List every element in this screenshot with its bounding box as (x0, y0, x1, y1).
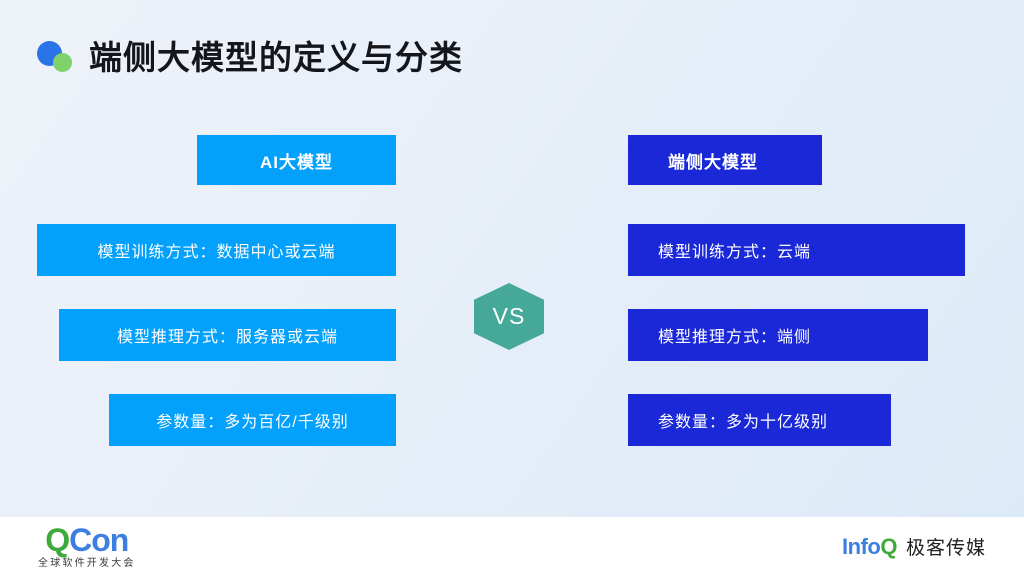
vs-hexagon-badge: VS (474, 283, 544, 350)
circle-green-icon (53, 53, 72, 72)
left-item-training: 模型训练方式：数据中心或云端 (37, 224, 396, 276)
comparison-column-right: 端侧大模型 模型训练方式：云端 模型推理方式：端侧 参数量：多为十亿级别 (628, 135, 987, 446)
qcon-tagline: 全球软件开发大会 (38, 558, 136, 569)
infoq-letters-info: Info (842, 533, 881, 559)
footer-bar: QCon 全球软件开发大会 InfoQ 极客传媒 (0, 517, 1024, 576)
bullet-circles-icon (37, 40, 73, 74)
qcon-letters-con: Con (69, 522, 129, 558)
infoq-logo: InfoQ 极客传媒 (842, 533, 986, 560)
infoq-letter-q: Q (880, 533, 897, 559)
spacer (628, 276, 987, 309)
left-item-inference: 模型推理方式：服务器或云端 (59, 309, 396, 361)
right-item-inference: 模型推理方式：端侧 (628, 309, 928, 361)
spacer (628, 185, 987, 224)
infoq-brand-cn: 极客传媒 (905, 538, 986, 559)
page-title-text: 端侧大模型的定义与分类 (89, 38, 463, 76)
vs-label: VS (492, 303, 526, 329)
infoq-wordmark: InfoQ (842, 534, 897, 560)
left-item-parameters: 参数量：多为百亿/千级别 (109, 394, 396, 446)
column-heading-right: 端侧大模型 (628, 135, 822, 185)
spacer (37, 361, 396, 394)
spacer (628, 361, 987, 394)
qcon-logo: QCon 全球软件开发大会 (38, 524, 136, 569)
qcon-letter-q: Q (45, 522, 70, 558)
comparison-column-left: AI大模型 模型训练方式：数据中心或云端 模型推理方式：服务器或云端 参数量：多… (37, 135, 396, 446)
page-title: 端侧大模型的定义与分类 (37, 40, 463, 74)
qcon-wordmark: QCon (45, 522, 129, 558)
right-item-training: 模型训练方式：云端 (628, 224, 965, 276)
right-item-parameters: 参数量：多为十亿级别 (628, 394, 891, 446)
spacer (37, 276, 396, 309)
spacer (37, 185, 396, 224)
column-heading-left: AI大模型 (197, 135, 396, 185)
